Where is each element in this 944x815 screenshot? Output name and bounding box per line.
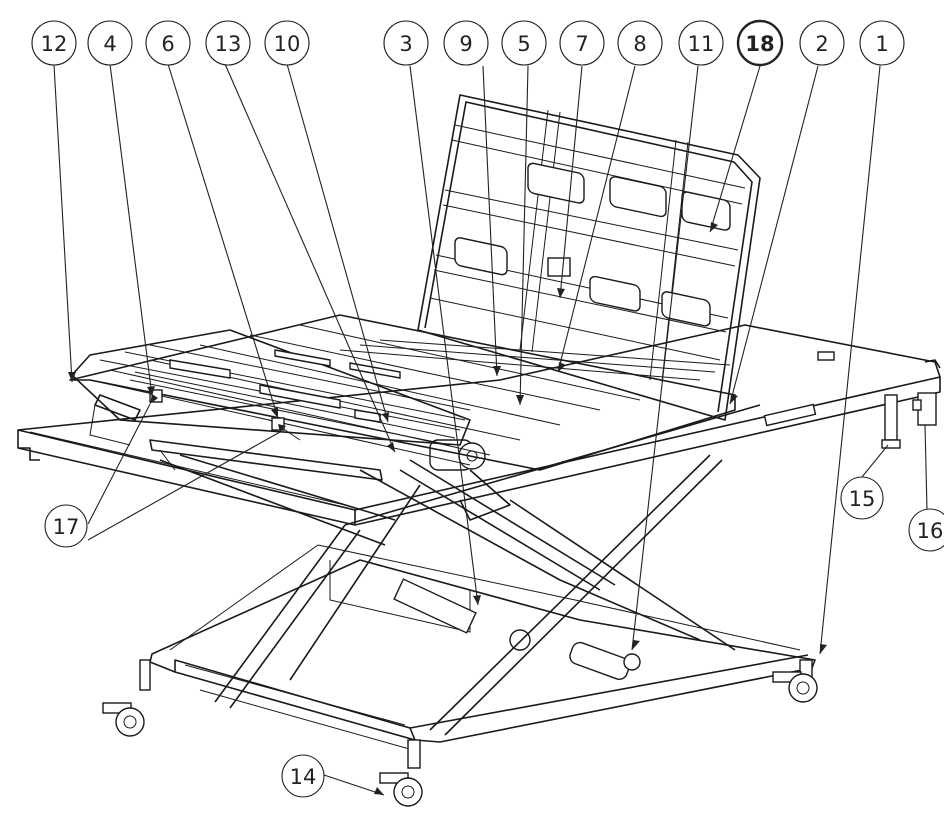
leader-15 <box>861 444 889 478</box>
caster-rear-center <box>509 629 531 651</box>
callout-2: 2 <box>799 20 845 66</box>
leader-10 <box>286 63 389 423</box>
callout-17: 17 <box>44 504 88 548</box>
callout-8: 8 <box>617 20 663 66</box>
svg-text:1: 1 <box>875 32 888 56</box>
upper-frame <box>17 324 941 526</box>
leader-13 <box>224 63 396 453</box>
leader-4 <box>109 63 153 397</box>
bed-illustration <box>17 94 941 807</box>
leader-16 <box>924 424 928 511</box>
leader-11 <box>631 65 699 651</box>
svg-text:7: 7 <box>575 32 588 56</box>
leader-6 <box>167 63 279 419</box>
callout-16: 16 <box>908 508 944 552</box>
callout-5: 5 <box>501 20 547 66</box>
svg-text:15: 15 <box>849 487 876 511</box>
svg-text:10: 10 <box>274 32 301 56</box>
svg-text:18: 18 <box>745 32 774 56</box>
callout-12: 12 <box>31 20 77 66</box>
svg-text:12: 12 <box>41 32 68 56</box>
svg-text:17: 17 <box>53 515 80 539</box>
back-section <box>417 94 761 421</box>
leader-5 <box>519 65 529 406</box>
svg-text:8: 8 <box>633 32 646 56</box>
leader-1 <box>819 65 881 655</box>
leader-9 <box>482 65 498 377</box>
callout-10: 10 <box>264 20 310 66</box>
svg-text:5: 5 <box>517 32 530 56</box>
svg-text:11: 11 <box>688 32 715 56</box>
mattress-deck <box>69 314 736 481</box>
svg-text:6: 6 <box>161 32 174 56</box>
callout-1: 1 <box>859 20 905 66</box>
callout-6: 6 <box>145 20 191 66</box>
svg-text:16: 16 <box>917 519 944 543</box>
caster-front-left <box>102 702 145 737</box>
svg-text:9: 9 <box>459 32 472 56</box>
svg-text:4: 4 <box>103 32 116 56</box>
casters <box>102 629 818 807</box>
base-frame <box>139 544 816 769</box>
callout-14: 14 <box>281 754 325 798</box>
callouts: 12 4 6 13 10 3 9 5 7 8 11 <box>31 19 944 798</box>
callout-15: 15 <box>840 476 884 520</box>
svg-text:3: 3 <box>399 32 412 56</box>
side-bar <box>763 351 941 427</box>
leader-18 <box>709 65 761 233</box>
callout-7: 7 <box>559 20 605 66</box>
scissor-lift <box>159 404 761 736</box>
svg-text:14: 14 <box>290 765 317 789</box>
callout-9: 9 <box>443 20 489 66</box>
leader-2 <box>729 65 819 405</box>
motors <box>393 439 641 680</box>
callout-13: 13 <box>205 20 251 66</box>
caster-rear-right <box>772 671 818 703</box>
leader-8 <box>557 65 636 373</box>
leader-12 <box>53 64 73 383</box>
leader-lines <box>53 63 928 796</box>
leader-17b <box>87 431 281 541</box>
callout-3: 3 <box>383 20 429 66</box>
leader-3 <box>409 65 479 606</box>
svg-text:13: 13 <box>215 32 242 56</box>
leader-14 <box>323 774 385 796</box>
callout-4: 4 <box>87 20 133 66</box>
callout-18: 18 <box>736 19 784 67</box>
leader-7 <box>559 65 583 299</box>
caster-front-center <box>379 772 423 807</box>
leader-17a <box>87 403 151 525</box>
callout-11: 11 <box>678 20 724 66</box>
svg-text:2: 2 <box>815 32 828 56</box>
